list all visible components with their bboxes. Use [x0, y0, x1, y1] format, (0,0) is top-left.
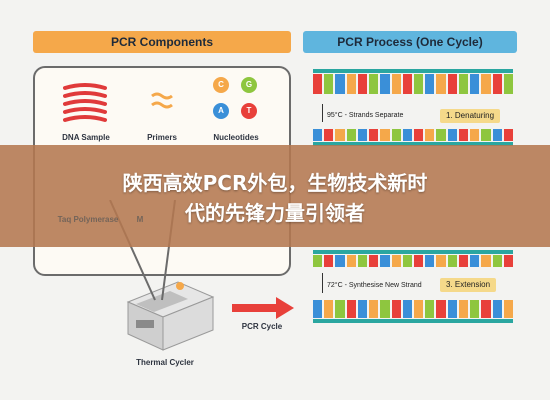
primers-label: Primers	[147, 133, 177, 142]
primers-icon	[151, 92, 173, 109]
dna-strand-top	[313, 69, 513, 99]
dna-sample-icon	[63, 83, 107, 122]
thermal-cycler-label: Thermal Cycler	[136, 358, 194, 367]
dna-sample-label: DNA Sample	[62, 133, 110, 142]
pcr-components-header: PCR Components	[33, 31, 291, 53]
step1-arrow	[322, 104, 323, 122]
dna-strand-separated	[313, 129, 513, 149]
pcr-cycle-label: PCR Cycle	[241, 322, 283, 331]
step1-temp: 95°C - Strands Separate	[327, 112, 404, 119]
step1-name: 1. Denaturing	[440, 109, 501, 123]
banner-line-2: 代的先锋力量引领者	[185, 201, 365, 225]
pcr-cycle-arrow-icon	[232, 297, 294, 319]
step3-arrow	[322, 273, 323, 293]
step3-temp: 72°C - Synthesise New Strand	[327, 282, 422, 289]
nucleotide-t: T	[241, 103, 257, 119]
dna-strand-lower	[313, 250, 513, 268]
banner-line-1: 陕西高效PCR外包，生物技术新时	[122, 171, 428, 195]
partial-label: M	[136, 215, 144, 224]
title-banner: 陕西高效PCR外包，生物技术新时 代的先锋力量引领者	[0, 145, 550, 247]
thermal-cycler-icon	[126, 281, 215, 351]
nucleotide-c: C	[213, 77, 229, 93]
dna-strand-extended	[313, 300, 513, 324]
taq-polymerase-label: Taq Polymerase	[57, 215, 119, 224]
nucleotide-a: A	[213, 103, 229, 119]
nucleotides-label: Nucleotides	[213, 133, 259, 142]
step3-name: 3. Extension	[440, 278, 497, 292]
nucleotide-g: G	[241, 77, 257, 93]
pcr-process-header: PCR Process (One Cycle)	[303, 31, 517, 53]
